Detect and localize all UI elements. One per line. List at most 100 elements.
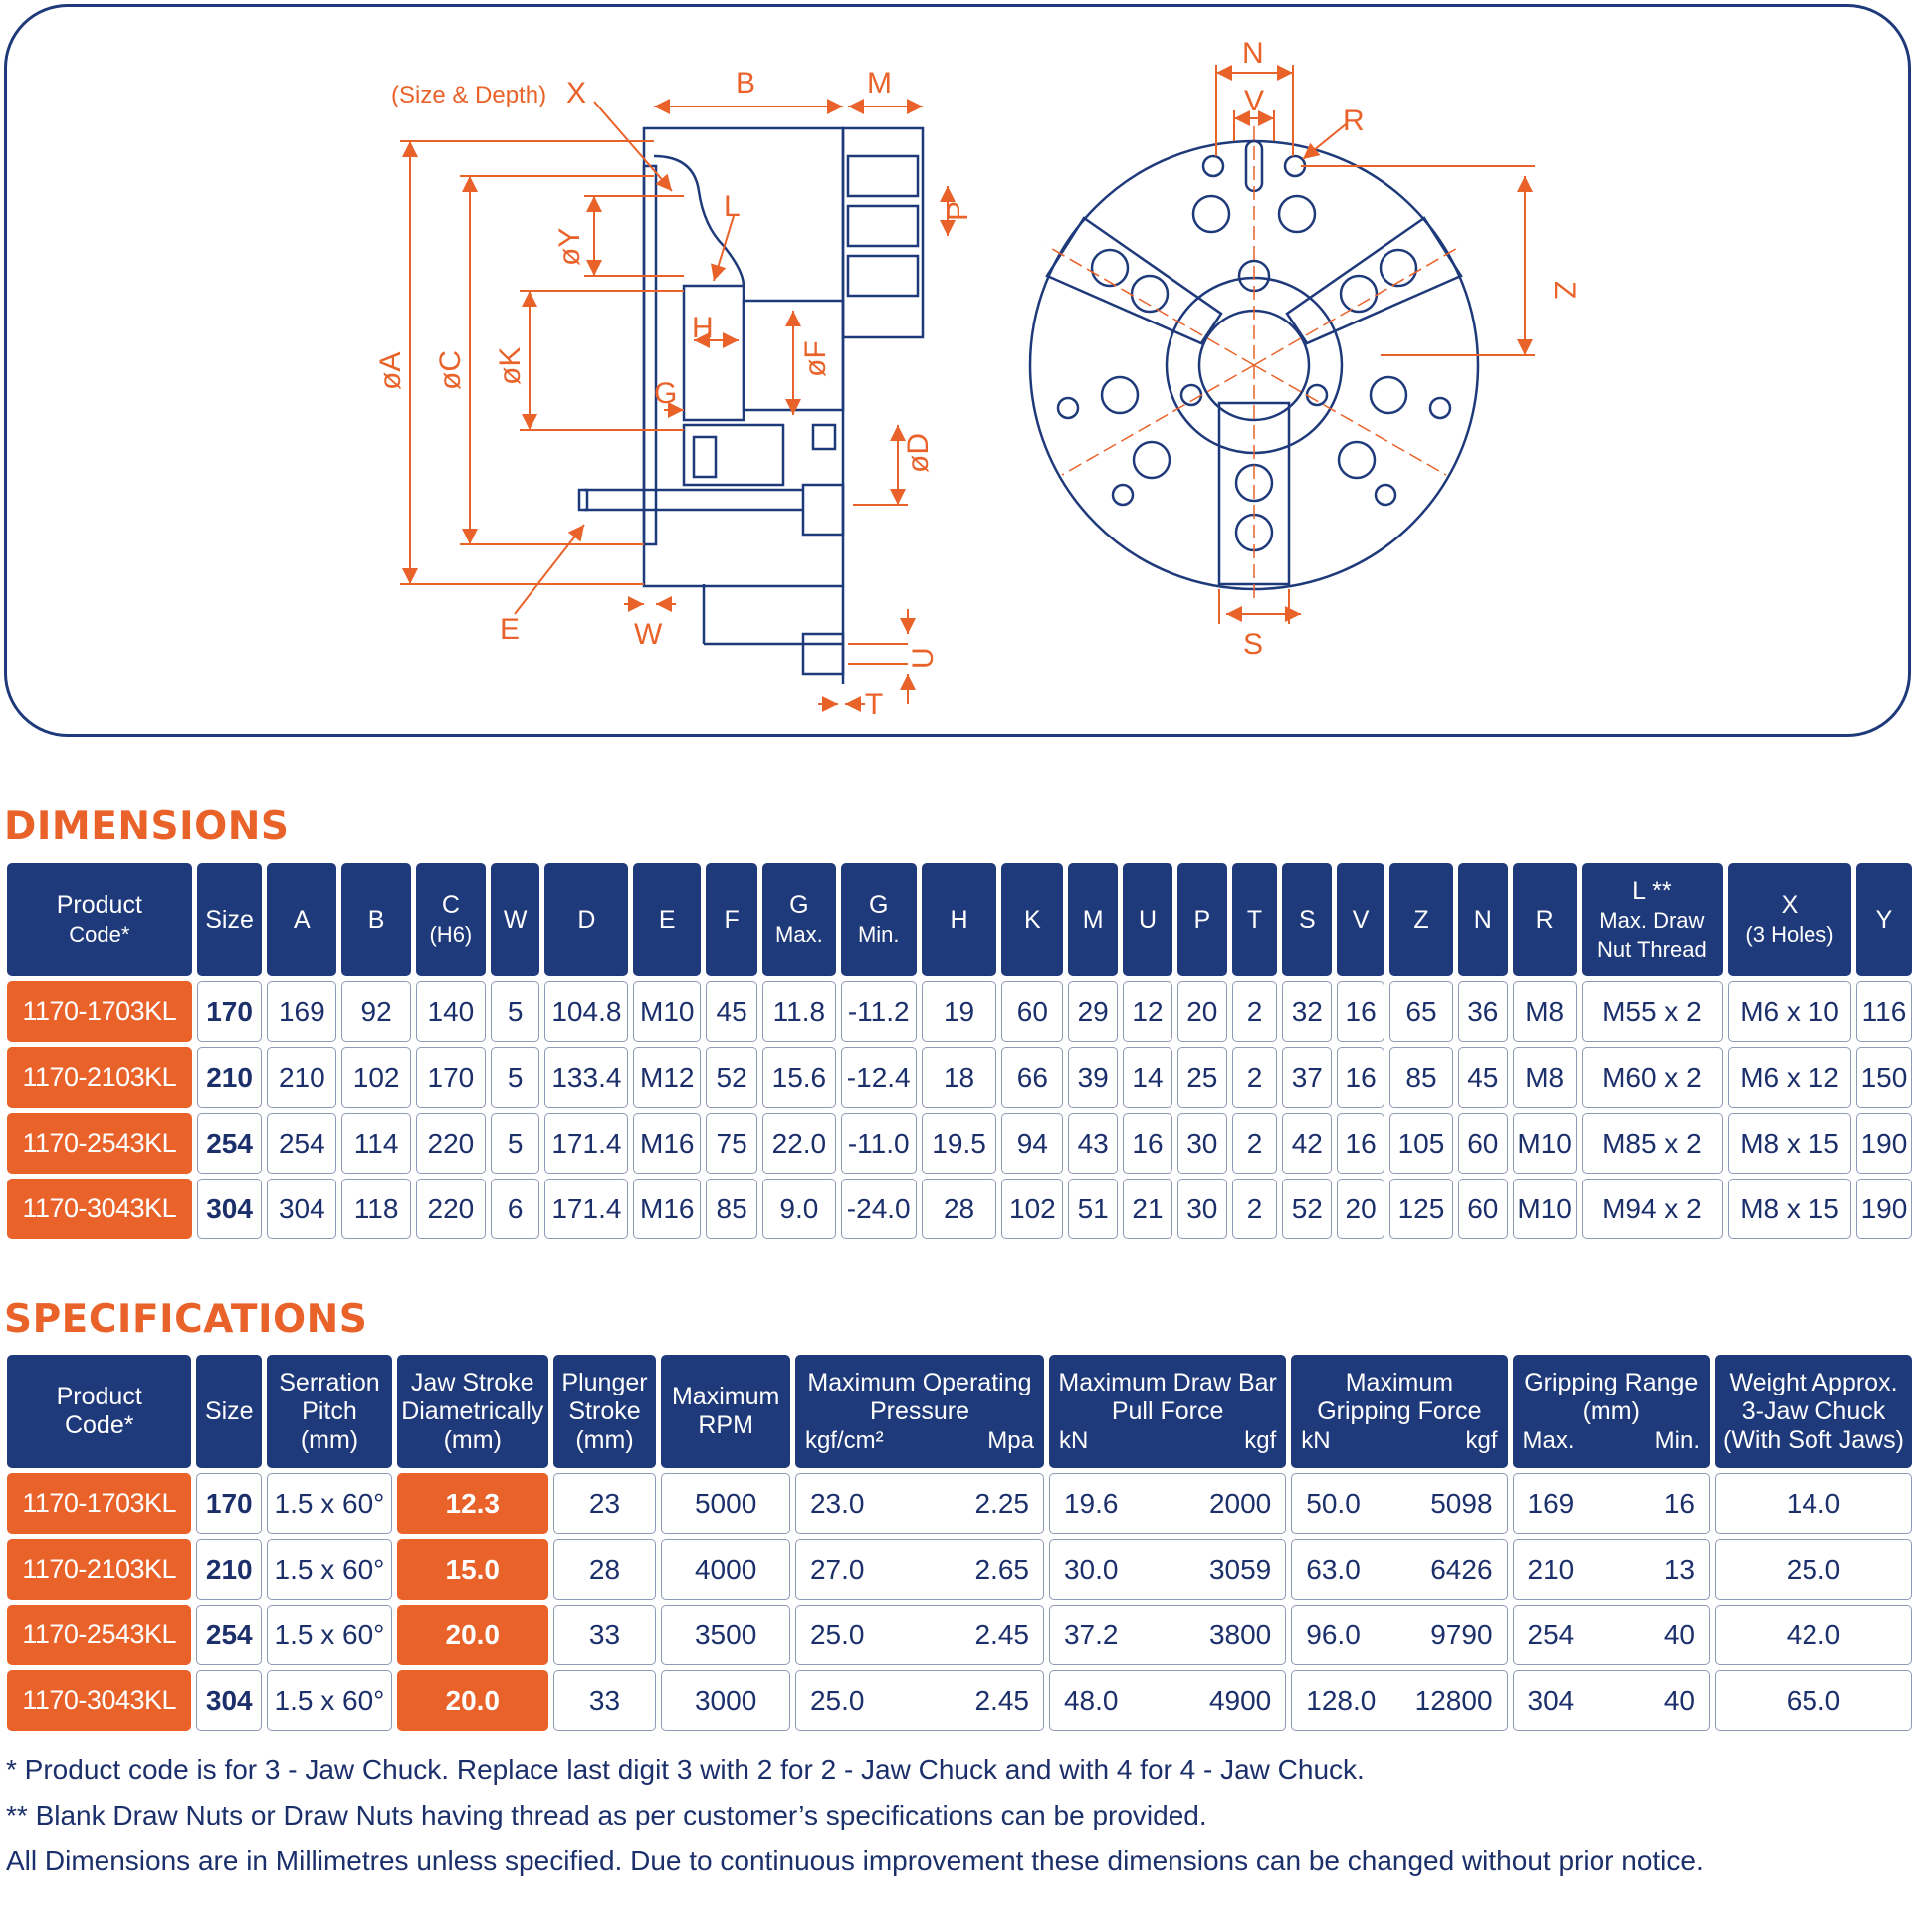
plunger-stroke-cell: 28: [552, 1539, 657, 1600]
dim-header-2: A: [267, 863, 337, 976]
dim-cell: 20: [1176, 981, 1227, 1042]
dim-header-24: Y: [1855, 863, 1912, 976]
dim-cell: 6: [490, 1179, 540, 1239]
dim-cell: 190: [1855, 1179, 1912, 1239]
spec-header-gripping-range: Gripping Range(mm)Max.Min.: [1512, 1355, 1711, 1468]
dim-cell: 11.8: [761, 981, 836, 1042]
dim-cell: 39: [1068, 1047, 1119, 1108]
dim-header-3: B: [341, 863, 411, 976]
size-cell: 210: [196, 1047, 263, 1108]
specifications-title: SPECIFICATIONS: [4, 1297, 368, 1342]
dim-cell: M8 x 15: [1728, 1179, 1851, 1239]
rpm-cell: 3000: [661, 1670, 790, 1731]
size-cell: 170: [196, 981, 263, 1042]
jaw-stroke-cell: 12.3: [396, 1473, 548, 1534]
dim-cell: 18: [921, 1047, 997, 1108]
dim-cell: -11.2: [840, 981, 917, 1042]
dim-header-15: P: [1176, 863, 1227, 976]
dim-cell: 20: [1337, 1179, 1385, 1239]
rpm-cell: 5000: [661, 1473, 790, 1534]
rpm-cell: 3500: [661, 1605, 790, 1665]
pitch-cell: 1.5 x 60°: [267, 1539, 392, 1600]
spec-header-weight: Weight Approx.3-Jaw Chuck(With Soft Jaws…: [1715, 1355, 1912, 1468]
footnote-product-code: * Product code is for 3 - Jaw Chuck. Rep…: [6, 1754, 1365, 1785]
weight-cell: 65.0: [1715, 1670, 1912, 1731]
dim-header-7: E: [633, 863, 702, 976]
label-f: øF: [799, 340, 832, 377]
dim-cell: M10: [633, 981, 702, 1042]
dim-header-16: T: [1231, 863, 1278, 976]
dim-cell: 60: [1457, 1113, 1508, 1174]
dim-cell: 2: [1231, 1047, 1278, 1108]
dim-header-13: M: [1068, 863, 1119, 976]
label-m: M: [867, 67, 892, 100]
dim-cell: 150: [1855, 1047, 1912, 1108]
dim-cell: 14: [1123, 1047, 1172, 1108]
dim-cell: 125: [1389, 1179, 1453, 1239]
dim-cell: 190: [1855, 1113, 1912, 1174]
label-v: V: [1244, 85, 1264, 117]
weight-cell: 14.0: [1715, 1473, 1912, 1534]
dim-cell: 43: [1068, 1113, 1119, 1174]
dim-cell: -12.4: [840, 1047, 917, 1108]
weight-cell: 42.0: [1715, 1605, 1912, 1665]
dim-header-14: U: [1123, 863, 1172, 976]
dim-cell: 22.0: [761, 1113, 836, 1174]
dim-cell: 2: [1231, 1179, 1278, 1239]
label-b: B: [736, 67, 755, 100]
dim-cell: M16: [633, 1113, 702, 1174]
spec-header-size: Size: [196, 1355, 263, 1468]
dim-cell: 19.5: [921, 1113, 997, 1174]
dim-cell: M6 x 10: [1728, 981, 1851, 1042]
dim-header-19: Z: [1389, 863, 1453, 976]
dim-header-4: C(H6): [416, 863, 486, 976]
front-view-centerlines: [1046, 126, 1462, 604]
label-z: Z: [1548, 281, 1581, 299]
side-view: [577, 126, 925, 684]
label-c: øC: [434, 350, 467, 390]
dim-cell: 21: [1123, 1179, 1172, 1239]
dim-cell: 32: [1282, 981, 1333, 1042]
pitch-cell: 1.5 x 60°: [267, 1473, 392, 1534]
dim-cell: 12: [1123, 981, 1172, 1042]
dim-cell: 2: [1231, 981, 1278, 1042]
dim-cell: M8 x 15: [1728, 1113, 1851, 1174]
label-a: øA: [374, 352, 407, 390]
jaw-stroke-cell: 20.0: [396, 1670, 548, 1731]
dim-cell: 16: [1337, 1113, 1385, 1174]
side-view-dimensions: [400, 99, 956, 712]
dim-cell: M10: [1512, 1113, 1577, 1174]
label-x: X: [566, 77, 586, 109]
dim-cell: 304: [267, 1179, 337, 1239]
dim-cell: 15.6: [761, 1047, 836, 1108]
dim-cell: 104.8: [544, 981, 629, 1042]
label-h: H: [692, 312, 714, 344]
dim-cell: 42: [1282, 1113, 1333, 1174]
dim-header-17: S: [1282, 863, 1333, 976]
dim-cell: 92: [341, 981, 411, 1042]
size-cell: 210: [196, 1539, 263, 1600]
footnote-units: All Dimensions are in Millimetres unless…: [6, 1845, 1704, 1876]
dim-cell: 254: [267, 1113, 337, 1174]
product-code-cell: 1170-2543KL: [7, 1113, 192, 1174]
dim-header-20: N: [1457, 863, 1508, 976]
label-p: P: [942, 201, 974, 221]
dim-cell: 169: [267, 981, 337, 1042]
